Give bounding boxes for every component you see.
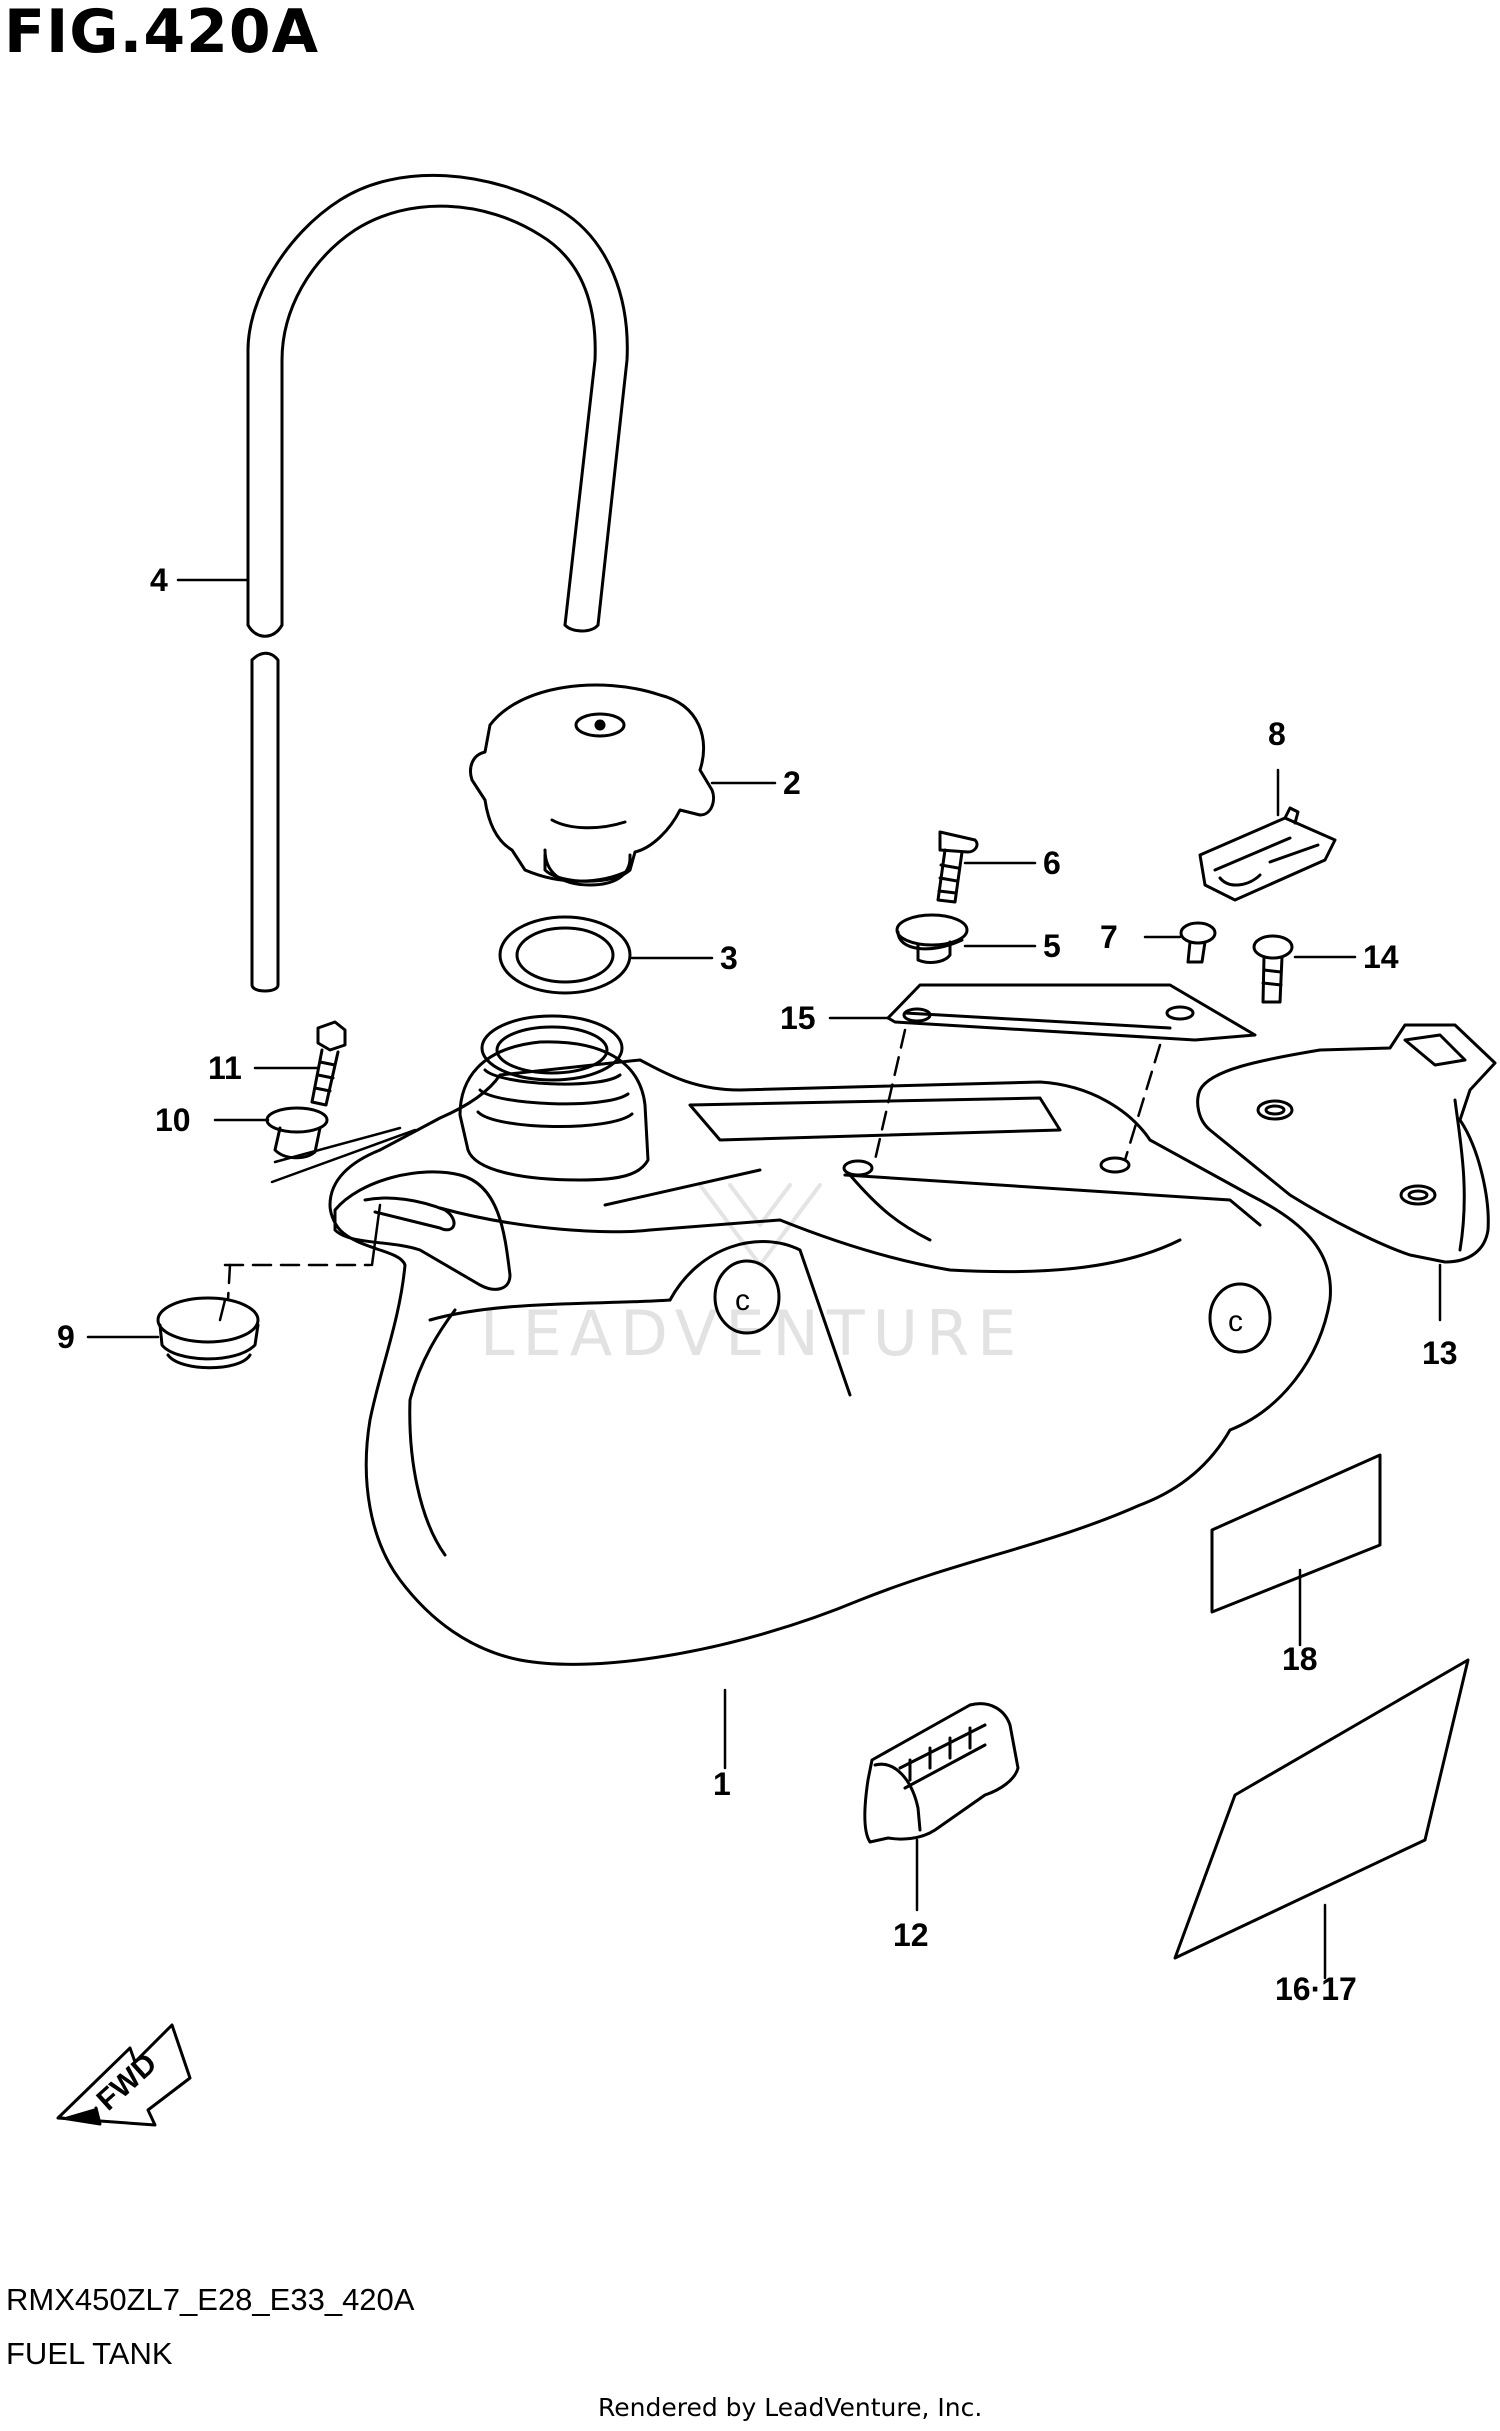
callout-14: 14 [1363, 939, 1399, 975]
callout-11: 11 [208, 1050, 242, 1086]
part-16-17-decal[interactable] [1173, 1658, 1470, 1960]
part-3-gasket[interactable] [498, 915, 632, 995]
figure-title: FIG.420A [4, 0, 320, 67]
callout-2: 2 [783, 765, 801, 801]
part-1-fuel-tank[interactable]: c c [328, 1014, 1332, 1666]
callout-12: 12 [893, 1917, 929, 1953]
figure-code: RMX450ZL7_E28_E33_420A [6, 2282, 415, 2317]
part-18-label[interactable] [1210, 1453, 1382, 1614]
callout-9: 9 [57, 1319, 75, 1355]
callout-7: 7 [1100, 919, 1118, 955]
part-11-bolt[interactable] [310, 1020, 347, 1107]
part-14-screw[interactable] [1252, 934, 1294, 1004]
callout-6: 6 [1043, 845, 1061, 881]
figure-name: FUEL TANK [6, 2336, 173, 2371]
part-9-grommet[interactable] [156, 1296, 260, 1370]
mounting-guides [223, 1028, 1162, 1302]
callout-15: 15 [780, 1000, 816, 1036]
part-5-grommet[interactable] [895, 913, 969, 964]
watermark: LEADVENTURE [480, 1183, 1016, 1370]
part-4-breather-hose[interactable] [246, 173, 629, 993]
render-credit: Rendered by LeadVenture, Inc. [598, 2393, 983, 2422]
callout-3: 3 [720, 940, 738, 976]
part-12-guard[interactable] [863, 1702, 1020, 1844]
callouts: 1 2 3 4 5 6 7 8 9 10 11 12 13 14 15 16·1… [57, 562, 1458, 2007]
callout-4: 4 [150, 562, 168, 598]
part-2-fuel-cap[interactable] [469, 683, 715, 887]
part-15-bracket-plate[interactable] [886, 983, 1257, 1042]
callout-16-17: 16·17 [1275, 1971, 1357, 2007]
mounting-guides-solid [218, 1126, 417, 1322]
callout-18: 18 [1282, 1641, 1318, 1677]
fwd-arrow-icon: FWD [56, 2023, 192, 2127]
part-13-side-bracket[interactable] [1196, 1023, 1497, 1264]
svg-text:c: c [1228, 1305, 1243, 1338]
part-8-clip[interactable] [1198, 806, 1337, 902]
leader-lines [86, 578, 1442, 1980]
part-6-screw[interactable] [936, 830, 979, 904]
callout-8: 8 [1268, 716, 1286, 752]
svg-text:c: c [735, 1284, 750, 1317]
callout-10: 10 [155, 1102, 191, 1138]
callout-13: 13 [1422, 1335, 1458, 1371]
callout-1: 1 [713, 1766, 731, 1802]
callout-5: 5 [1043, 928, 1061, 964]
part-7-screw[interactable] [1179, 921, 1217, 964]
